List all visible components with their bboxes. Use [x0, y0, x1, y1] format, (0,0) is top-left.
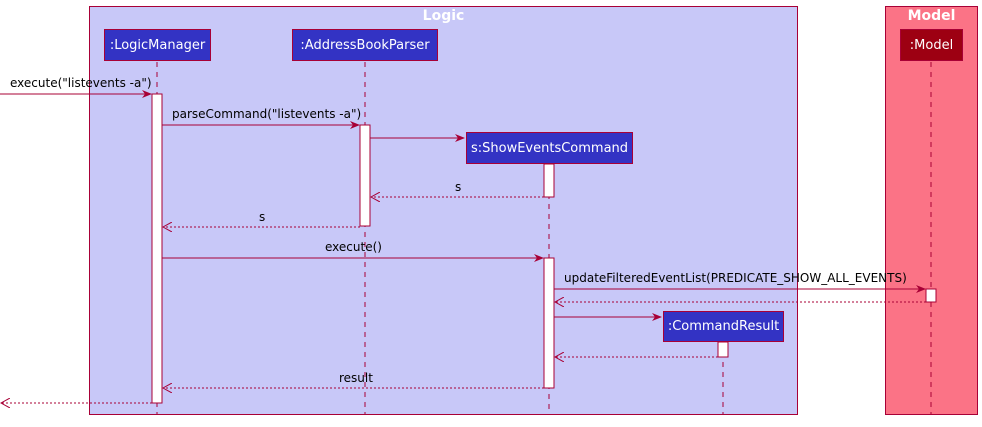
execute-in-label: execute("listevents -a")	[10, 76, 152, 90]
execute-label: execute()	[325, 240, 382, 254]
logic-manager-participant: :LogicManager	[104, 29, 211, 61]
model-activation	[925, 288, 937, 303]
model-participant: :Model	[900, 29, 963, 61]
show-events-command-activation-1	[543, 163, 555, 198]
update-list-label: updateFilteredEventList(PREDICATE_SHOW_A…	[564, 271, 907, 285]
show-events-command-participant: s:ShowEventsCommand	[466, 132, 633, 164]
command-result-participant: :CommandResult	[663, 311, 784, 342]
show-events-command-activation-2	[543, 257, 555, 389]
model-frame-title: Model	[907, 8, 956, 24]
logic-manager-activation	[151, 93, 163, 404]
parser-activation	[359, 124, 371, 227]
command-result-activation	[717, 341, 729, 358]
return-s1-label: s	[455, 180, 462, 194]
logic-frame: Logic	[89, 6, 798, 415]
logic-frame-title: Logic	[422, 8, 465, 24]
parse-command-label: parseCommand("listevents -a")	[172, 107, 362, 121]
result-label: result	[339, 371, 373, 385]
parser-participant: :AddressBookParser	[292, 29, 438, 61]
return-s2-label: s	[259, 210, 266, 224]
